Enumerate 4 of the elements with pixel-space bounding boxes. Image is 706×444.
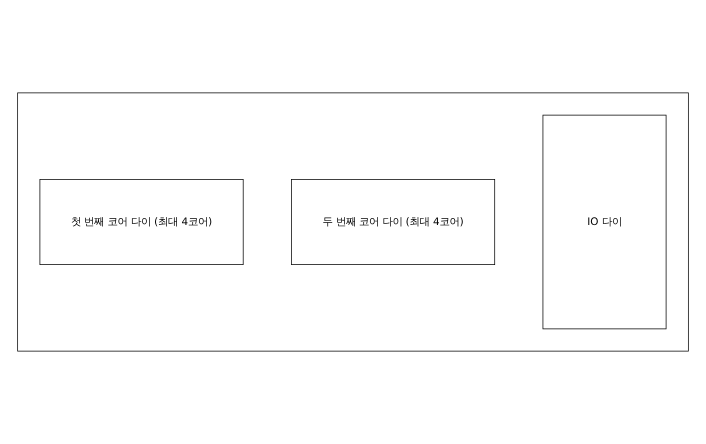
cluster <box>17 92 689 352</box>
node-box: IO 다이 <box>542 114 666 330</box>
node-box: 두 번째 코어 다이 (최대 4코어) <box>291 178 496 266</box>
node-box: 첫 번째 코어 다이 (최대 4코어) <box>40 178 244 266</box>
